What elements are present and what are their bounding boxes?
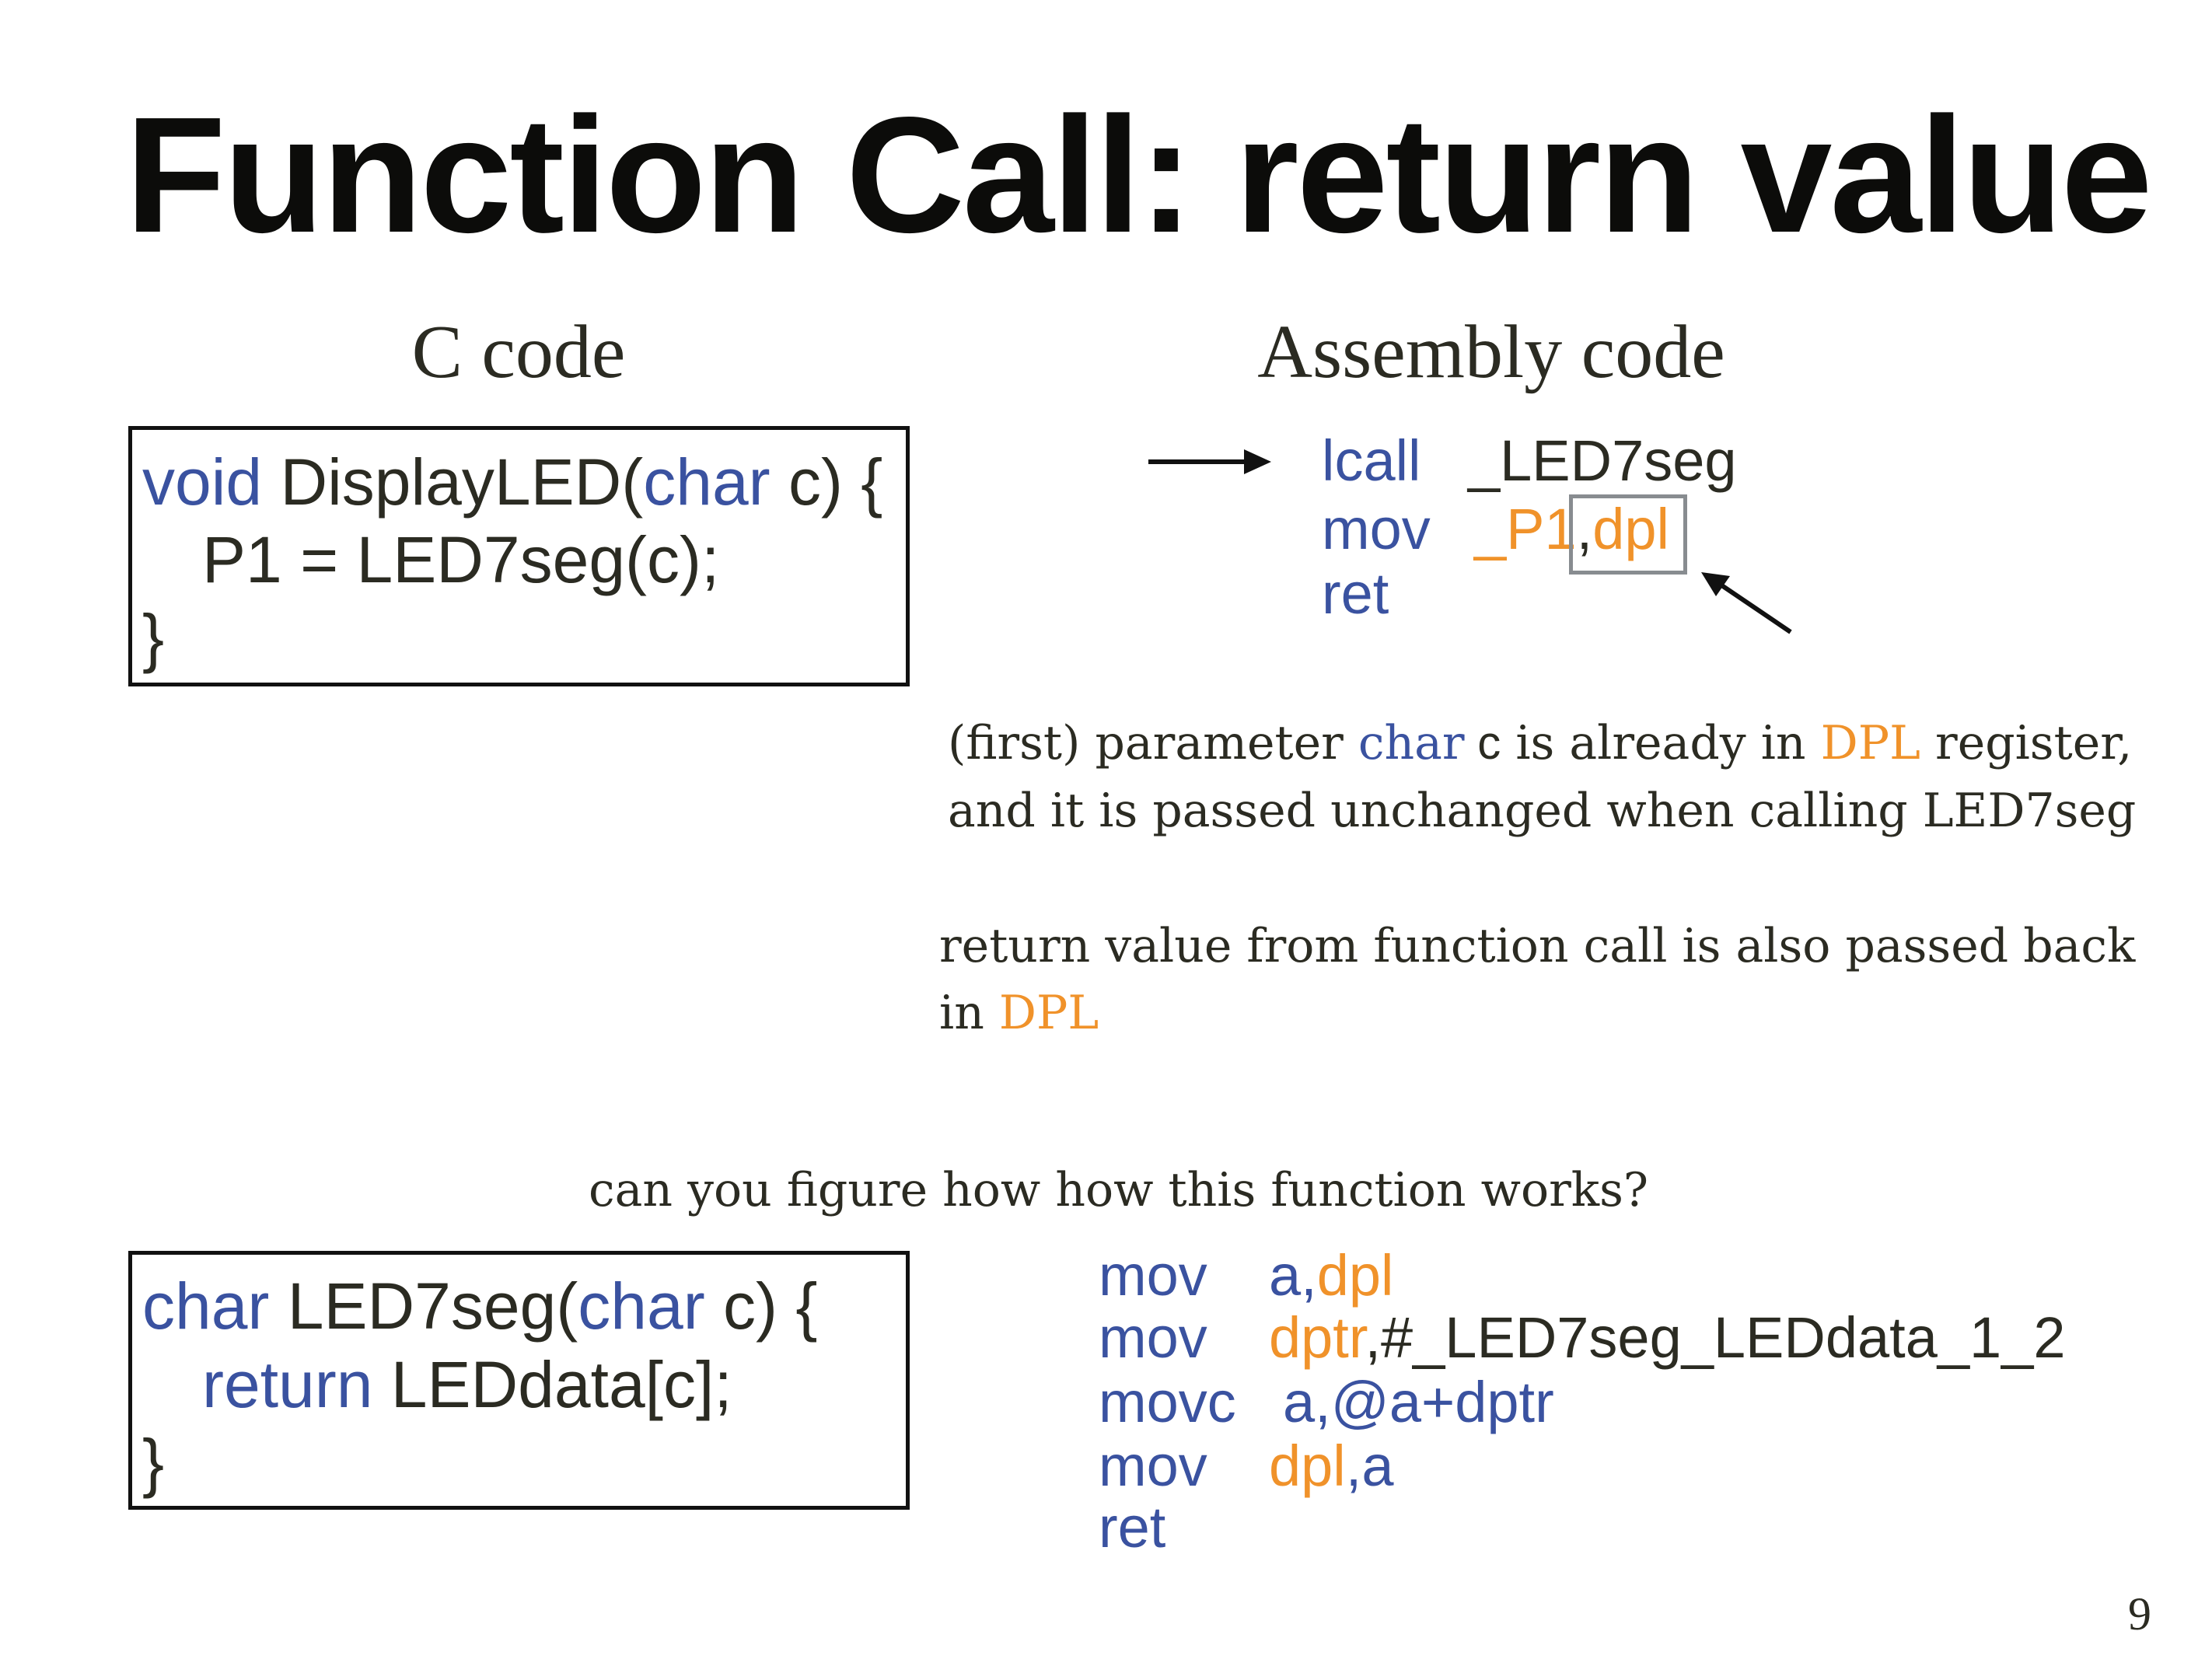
text: register, (1920, 716, 2133, 770)
asm-arg: dpl,a (1269, 1437, 1393, 1495)
code-line: } (142, 1426, 165, 1499)
code-text: c) { (770, 445, 883, 519)
text: in (939, 986, 999, 1040)
c-code-box-led7seg (128, 1251, 910, 1510)
asm-op: lcall (1322, 428, 1421, 493)
operand: ,a (1345, 1434, 1394, 1498)
explanation-line: in DPL (939, 990, 1099, 1036)
explanation-line: and it is passed unchanged when calling … (948, 784, 2137, 838)
code-text: c) { (704, 1270, 818, 1343)
asm-arg: a,@a+dptr (1283, 1370, 1554, 1434)
register: dpl (1592, 497, 1669, 561)
assembly-code-heading: Assembly code (1257, 310, 1725, 394)
operand: ,#_LED7seg_LEDdata_1_2 (1365, 1305, 2066, 1370)
asm-op: mov (1099, 1305, 1207, 1370)
asm-arg: _P1,dpl (1474, 501, 1669, 558)
explanation-line: (first) parameter char c is already in D… (948, 720, 2132, 767)
arrow-up-left-icon (1701, 572, 1792, 634)
asm-arg: a,dpl (1269, 1247, 1393, 1304)
c-code-heading: C code (411, 310, 626, 394)
code-line: void DisplayLED(char c) { (142, 449, 882, 515)
register: _P1 (1474, 497, 1577, 561)
text: (first) parameter (948, 716, 1358, 770)
register: dptr (1269, 1305, 1365, 1370)
keyword: char (578, 1270, 705, 1343)
code-text: LEDdata[c]; (372, 1348, 732, 1421)
code-line: return LEDdata[c]; (202, 1352, 732, 1417)
comma: , (1576, 497, 1593, 561)
operand: a, (1269, 1243, 1317, 1308)
register: dpl (1316, 1243, 1394, 1308)
code-line: P1 = LED7seg(c); (202, 523, 720, 596)
code-text: LED7seg( (269, 1270, 578, 1343)
asm-arg: _LED7seg (1468, 428, 1737, 493)
code-line: char LED7seg(char c) { (142, 1273, 817, 1339)
keyword: void (142, 445, 263, 519)
asm-op: ret (1322, 561, 1389, 626)
asm-op: mov (1099, 1434, 1207, 1498)
text: c (1464, 717, 1501, 769)
arrow-right-icon (1148, 449, 1271, 474)
text: is already in (1501, 716, 1821, 770)
page-number: 9 (2128, 1588, 2151, 1640)
dpl-highlight-box (1569, 494, 1687, 575)
register: dpl (1269, 1434, 1346, 1498)
keyword: char (142, 1270, 270, 1343)
slide-title: Function Call: return value (125, 82, 2153, 267)
asm-op: mov (1322, 497, 1431, 561)
register: DPL (1820, 716, 1920, 770)
question-text: can you figure how how this function wor… (589, 1163, 1649, 1217)
keyword: return (202, 1348, 373, 1421)
asm-op: mov (1099, 1243, 1207, 1308)
keyword: char (1358, 716, 1465, 770)
code-line: } (142, 601, 165, 674)
explanation-line: return value from function call is also … (939, 919, 2136, 973)
keyword: char (643, 445, 771, 519)
code-text: DisplayLED( (262, 445, 644, 519)
asm-op: ret (1099, 1495, 1166, 1559)
asm-op: movc (1099, 1370, 1236, 1434)
register: DPL (998, 986, 1099, 1040)
c-code-box-displayled (128, 426, 910, 686)
asm-arg: dptr,#_LED7seg_LEDdata_1_2 (1269, 1309, 2065, 1367)
